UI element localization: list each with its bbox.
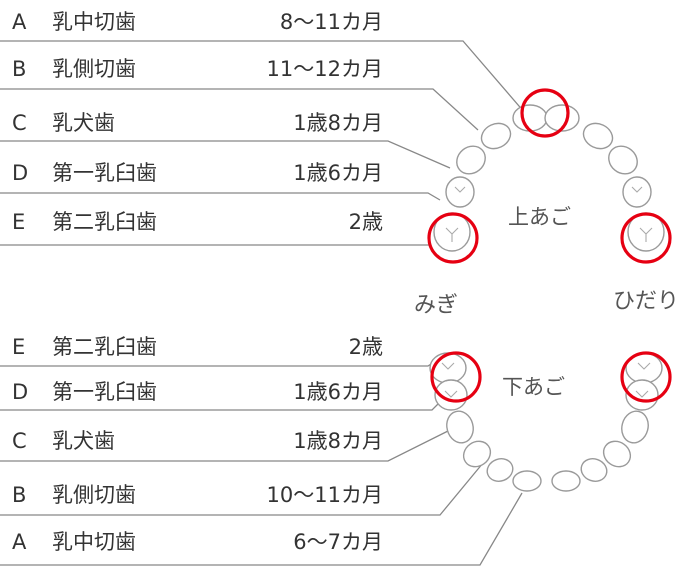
upper-e-left-mark <box>639 227 653 242</box>
lower-row-c: C 乳犬歯 1歳8カ月 <box>0 424 383 458</box>
lower-tooth-center-right <box>512 470 542 492</box>
upper-row-e: E 第二乳臼歯 2歳 <box>0 205 383 239</box>
lower-row-d: D 第一乳臼歯 1歳6カ月 <box>0 375 383 409</box>
upper-row-c: C 乳犬歯 1歳8カ月 <box>0 106 383 140</box>
upper-row-c-age: 1歳8カ月 <box>293 111 383 135</box>
highlight-upper-central-incisors <box>520 88 570 138</box>
side-label-right: みぎ <box>414 293 459 318</box>
upper-row-a: A 乳中切歯 8〜11カ月 <box>0 5 383 39</box>
upper-row-d: D 第一乳臼歯 1歳6カ月 <box>0 156 383 190</box>
lower-row-d-name: 第一乳臼歯 <box>52 380 157 404</box>
upper-row-b-letter: B <box>12 57 27 81</box>
highlight-lower-e-right <box>430 351 482 403</box>
lower-row-b-name: 乳側切歯 <box>52 483 136 507</box>
upper-row-b-age: 11〜12カ月 <box>266 57 383 81</box>
lower-row-b-age: 10〜11カ月 <box>266 483 383 507</box>
highlight-circles <box>427 88 672 403</box>
leader-line-upper-a <box>0 40 526 114</box>
upper-row-e-name: 第二乳臼歯 <box>52 210 157 234</box>
upper-tooth-c-left <box>608 145 638 175</box>
upper-row-e-age: 2歳 <box>348 210 383 234</box>
lower-jaw-label: 下あご <box>502 375 565 399</box>
upper-row-c-name: 乳犬歯 <box>52 111 115 135</box>
leader-line-lower-e <box>0 359 438 367</box>
lower-row-e: E 第二乳臼歯 2歳 <box>0 330 383 364</box>
lower-row-a-letter: A <box>12 530 27 554</box>
lower-tooth-b-left <box>602 440 632 468</box>
lower-tooth-a-right <box>486 458 514 482</box>
upper-tooth-b-left <box>582 122 614 150</box>
upper-row-e-letter: E <box>12 210 26 234</box>
upper-row-b: B 乳側切歯 11〜12カ月 <box>0 52 383 86</box>
upper-row-d-name: 第一乳臼歯 <box>52 161 157 185</box>
upper-row-b-name: 乳側切歯 <box>52 57 136 81</box>
lower-row-d-letter: D <box>12 380 29 404</box>
lower-d-left-mark <box>635 390 649 398</box>
upper-row-a-name: 乳中切歯 <box>52 10 136 34</box>
upper-row-a-letter: A <box>12 10 27 34</box>
lower-e-left-mark <box>637 362 651 370</box>
lower-tooth-d-right <box>434 379 468 411</box>
lower-tooth-b-right <box>462 440 492 468</box>
lower-tooth-d-left <box>625 379 659 411</box>
upper-d-left-mark <box>631 186 643 193</box>
leader-line-upper-c <box>0 140 451 169</box>
side-label-left: ひだり <box>613 289 680 314</box>
upper-tooth-a-right <box>512 104 548 132</box>
leader-line-lower-c <box>0 429 451 462</box>
upper-row-c-letter: C <box>12 111 27 135</box>
lower-row-e-age: 2歳 <box>348 335 383 359</box>
tooth-marks <box>441 186 653 398</box>
highlight-upper-e-right <box>427 212 479 264</box>
lower-row-e-letter: E <box>12 335 26 359</box>
lower-row-c-name: 乳犬歯 <box>52 429 115 453</box>
upper-arch <box>433 104 665 252</box>
highlight-upper-e-left <box>620 212 672 264</box>
upper-jaw-label: 上あご <box>508 205 571 229</box>
upper-e-right-mark <box>445 227 459 242</box>
lower-tooth-center-left <box>551 470 581 492</box>
lower-row-a-age: 6〜7カ月 <box>293 530 383 554</box>
upper-tooth-a-left <box>544 104 580 132</box>
lower-row-a-name: 乳中切歯 <box>52 530 136 554</box>
leader-line-lower-d <box>0 403 439 411</box>
lower-row-d-age: 1歳6カ月 <box>293 380 383 404</box>
upper-row-a-age: 8〜11カ月 <box>279 10 383 34</box>
upper-row-d-age: 1歳6カ月 <box>293 161 383 185</box>
leader-line-upper-b <box>0 88 479 131</box>
upper-tooth-c-right <box>456 145 486 175</box>
lower-d-right-mark <box>444 390 458 398</box>
upper-d-right-mark <box>454 186 466 193</box>
upper-tooth-b-right <box>480 122 512 150</box>
lower-tooth-a-left <box>580 458 608 482</box>
lower-tooth-c-left <box>621 410 649 444</box>
lower-row-c-letter: C <box>12 429 27 453</box>
leader-line-lower-a <box>0 492 523 566</box>
leader-line-lower-b <box>0 462 484 516</box>
highlight-lower-e-left <box>620 351 672 403</box>
lower-row-b-letter: B <box>12 483 27 507</box>
leader-line-upper-d <box>0 192 441 201</box>
lower-e-right-mark <box>441 362 455 370</box>
lower-tooth-c-right <box>446 410 474 444</box>
leader-lines <box>0 40 526 566</box>
lower-row-a: A 乳中切歯 6〜7カ月 <box>0 525 383 559</box>
lower-row-c-age: 1歳8カ月 <box>293 429 383 453</box>
upper-row-d-letter: D <box>12 161 29 185</box>
lower-row-b: B 乳側切歯 10〜11カ月 <box>0 478 383 512</box>
lower-row-e-name: 第二乳臼歯 <box>52 335 157 359</box>
